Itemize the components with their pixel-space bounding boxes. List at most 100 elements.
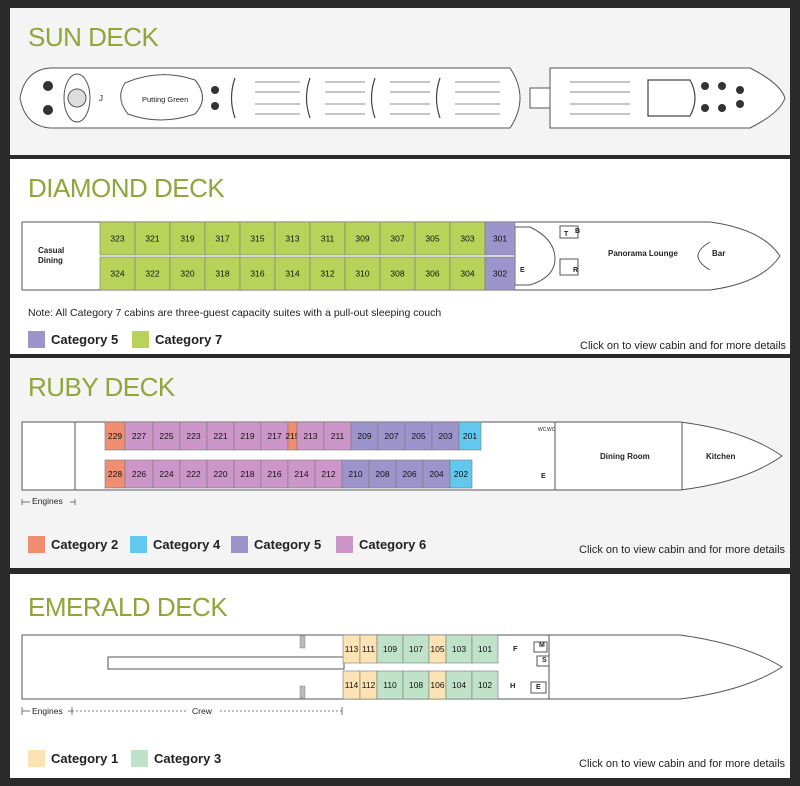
cabin-213[interactable]: 213: [296, 421, 325, 451]
cabin-103[interactable]: 103: [445, 634, 473, 664]
cabin-311[interactable]: 311: [309, 221, 346, 256]
cabin-205[interactable]: 205: [404, 421, 433, 451]
cabin-209[interactable]: 209: [350, 421, 379, 451]
cabin-206[interactable]: 206: [395, 459, 424, 489]
cabin-313[interactable]: 313: [274, 221, 311, 256]
cabin-304[interactable]: 304: [449, 256, 486, 291]
cabin-323[interactable]: 323: [99, 221, 136, 256]
cabin-229[interactable]: 229: [104, 421, 126, 451]
cabin-308[interactable]: 308: [379, 256, 416, 291]
cabin-number: 113: [345, 644, 359, 654]
cabin-box: [314, 459, 343, 489]
cabin-207[interactable]: 207: [377, 421, 406, 451]
cabin-number: 308: [390, 269, 404, 279]
cabin-211[interactable]: 211: [323, 421, 352, 451]
cabin-box: [379, 256, 416, 291]
cabin-306[interactable]: 306: [414, 256, 451, 291]
cabin-224[interactable]: 224: [152, 459, 181, 489]
diamond-deck-note: Note: All Category 7 cabins are three-gu…: [28, 307, 442, 319]
cabin-324[interactable]: 324: [99, 256, 136, 291]
cabin-113[interactable]: 113: [342, 634, 361, 664]
legend-category-7: Category 7: [132, 331, 222, 348]
cabin-number: 317: [215, 234, 229, 244]
legend-label: Category 6: [359, 537, 427, 552]
cabin-317[interactable]: 317: [204, 221, 241, 256]
cabin-107[interactable]: 107: [402, 634, 430, 664]
cabin-number: 314: [285, 269, 299, 279]
cabin-box: [124, 459, 154, 489]
cabin-305[interactable]: 305: [414, 221, 451, 256]
cabin-315[interactable]: 315: [239, 221, 276, 256]
cabin-box: [449, 459, 473, 489]
cabin-number: 101: [478, 644, 492, 654]
cabin-320[interactable]: 320: [169, 256, 206, 291]
cabin-106[interactable]: 106: [428, 670, 447, 700]
cabin-310[interactable]: 310: [344, 256, 381, 291]
cabin-101[interactable]: 101: [471, 634, 499, 664]
cabin-221[interactable]: 221: [206, 421, 235, 451]
cabin-220[interactable]: 220: [206, 459, 235, 489]
cabin-number: 109: [383, 644, 397, 654]
cabin-number: 301: [493, 234, 507, 244]
cabin-226[interactable]: 226: [124, 459, 154, 489]
cabin-309[interactable]: 309: [344, 221, 381, 256]
cabin-number: 313: [285, 234, 299, 244]
cabin-222[interactable]: 222: [179, 459, 208, 489]
cabin-322[interactable]: 322: [134, 256, 171, 291]
cabin-202[interactable]: 202: [449, 459, 473, 489]
cabin-number: 305: [425, 234, 439, 244]
cabin-109[interactable]: 109: [376, 634, 404, 664]
cabin-box: [233, 421, 262, 451]
cabin-319[interactable]: 319: [169, 221, 206, 256]
cabin-321[interactable]: 321: [134, 221, 171, 256]
cabin-110[interactable]: 110: [376, 670, 404, 700]
cabin-104[interactable]: 104: [445, 670, 473, 700]
cabin-303[interactable]: 303: [449, 221, 486, 256]
cabin-218[interactable]: 218: [233, 459, 262, 489]
wc-label-1: WC: [538, 427, 547, 433]
cabin-number: 226: [132, 469, 146, 479]
legend-swatch: [132, 331, 149, 348]
cabin-112[interactable]: 112: [359, 670, 378, 700]
cabin-105[interactable]: 105: [428, 634, 447, 664]
cabin-216[interactable]: 216: [260, 459, 289, 489]
cabin-114[interactable]: 114: [342, 670, 361, 700]
cabin-208[interactable]: 208: [368, 459, 397, 489]
cabin-number: 208: [375, 469, 389, 479]
cabin-number: 207: [384, 431, 398, 441]
cabin-111[interactable]: 111: [359, 634, 378, 664]
bar-label: Bar: [712, 249, 725, 258]
cabin-box: [239, 256, 276, 291]
casual-dining-label-2: Dining: [38, 256, 63, 265]
cabin-203[interactable]: 203: [431, 421, 460, 451]
cabin-108[interactable]: 108: [402, 670, 430, 700]
cabin-210[interactable]: 210: [341, 459, 370, 489]
cabin-214[interactable]: 214: [287, 459, 316, 489]
cabin-316[interactable]: 316: [239, 256, 276, 291]
cabin-318[interactable]: 318: [204, 256, 241, 291]
cabin-225[interactable]: 225: [152, 421, 181, 451]
cabin-223[interactable]: 223: [179, 421, 208, 451]
cabin-228[interactable]: 228: [104, 459, 126, 489]
emerald-deck-panel: EMERALD DECK F M S H E Engines Crew: [10, 574, 790, 778]
cabin-box: [309, 256, 346, 291]
cabin-102[interactable]: 102: [471, 670, 499, 700]
cabin-301[interactable]: 301: [484, 221, 516, 256]
cabin-219[interactable]: 219: [233, 421, 262, 451]
cabin-box: [344, 256, 381, 291]
cabin-box: [206, 459, 235, 489]
cabin-302[interactable]: 302: [484, 256, 516, 291]
cabin-227[interactable]: 227: [124, 421, 154, 451]
cabin-312[interactable]: 312: [309, 256, 346, 291]
cabin-number: 321: [145, 234, 159, 244]
cabin-201[interactable]: 201: [458, 421, 482, 451]
cabin-212[interactable]: 212: [314, 459, 343, 489]
cabin-number: 221: [213, 431, 227, 441]
f-label: F: [513, 644, 518, 653]
cabin-box: [344, 221, 381, 256]
cabin-217[interactable]: 217: [260, 421, 289, 451]
cabin-204[interactable]: 204: [422, 459, 451, 489]
cabin-314[interactable]: 314: [274, 256, 311, 291]
cabin-307[interactable]: 307: [379, 221, 416, 256]
